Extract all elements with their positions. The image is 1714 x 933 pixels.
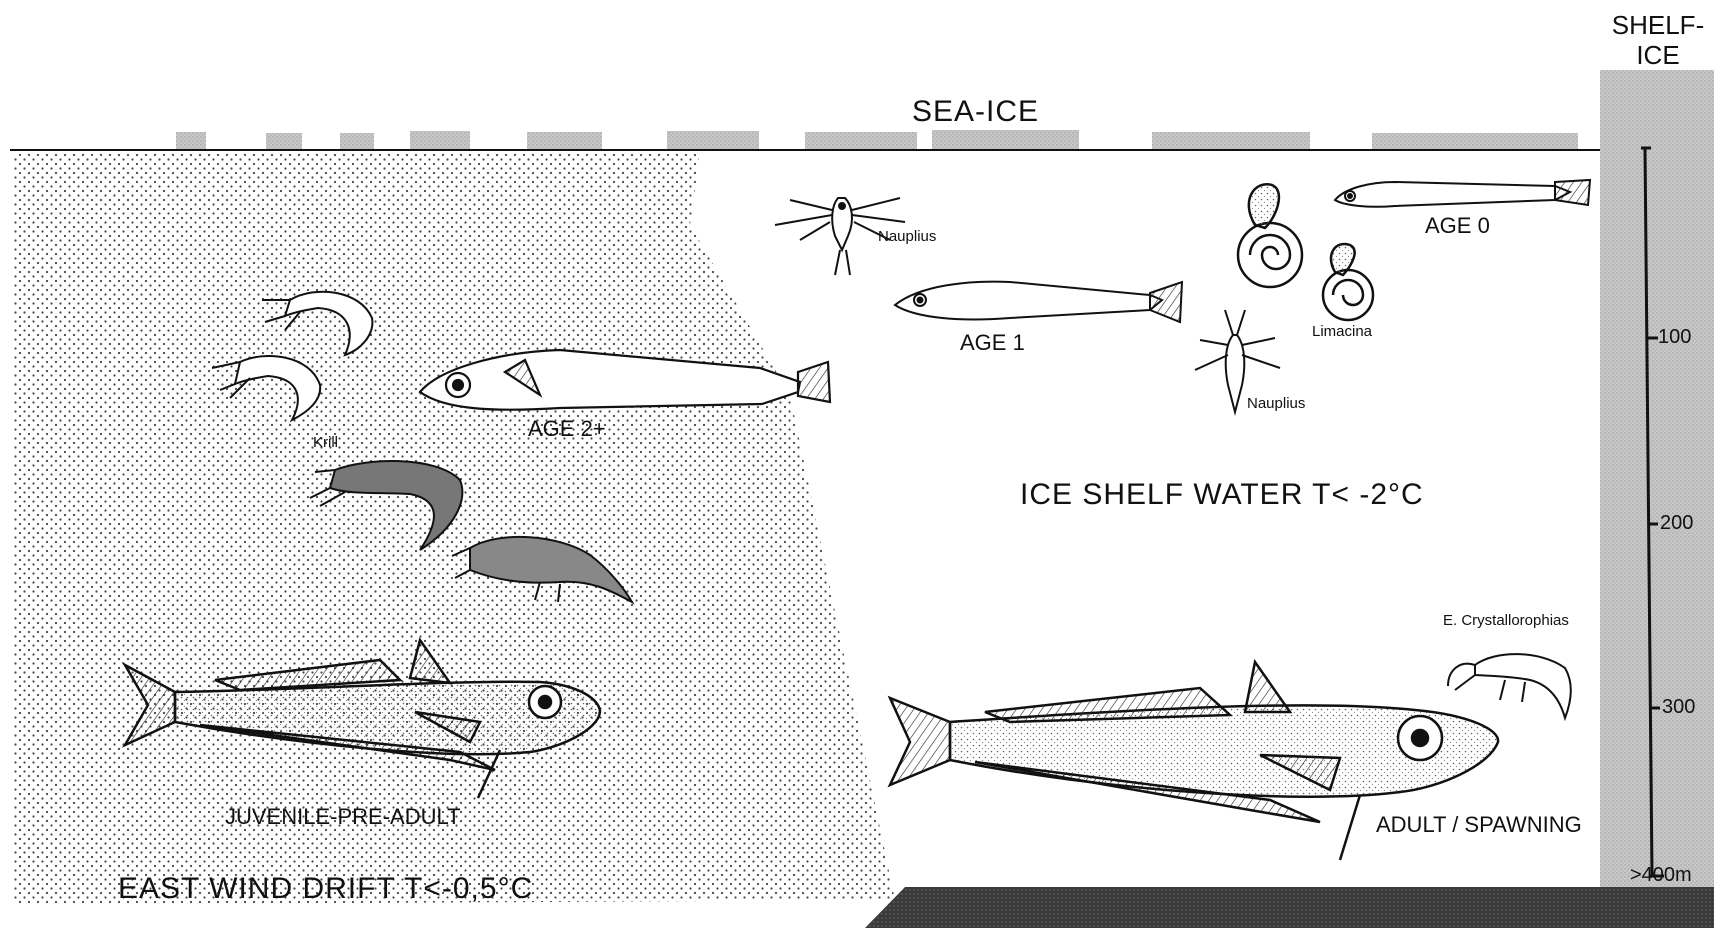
fish-age0 [1335, 180, 1590, 207]
adult-label: ADULT / SPAWNING [1376, 812, 1582, 838]
nauplius-mid-label: Nauplius [1247, 395, 1305, 412]
e-crystallorophias-label: E. Crystallorophias [1443, 612, 1569, 629]
shelf-ice-column [1600, 70, 1714, 890]
age2-label: AGE 2+ [528, 416, 606, 442]
age0-label: AGE 0 [1425, 213, 1490, 239]
sea-ice-blocks [176, 130, 1578, 149]
east-wind-drift-label: EAST WIND DRIFT T<-0,5°C [118, 872, 533, 906]
nauplius-top-label: Nauplius [878, 228, 936, 245]
shelf-ice-label-line1: SHELF- [1606, 10, 1710, 41]
juvenile-label: JUVENILE-PRE-ADULT [225, 804, 461, 830]
e-crystallorophias [1448, 654, 1571, 718]
krill-label: Krill [313, 434, 338, 451]
ice-shelf-water-label: ICE SHELF WATER T< -2°C [1020, 478, 1424, 512]
depth-tick-400: >400m [1630, 864, 1692, 887]
fish-age1 [895, 282, 1182, 322]
depth-tick-300: 300 [1662, 696, 1695, 719]
age1-label: AGE 1 [960, 330, 1025, 356]
shelf-ice-label-line2: ICE [1606, 40, 1710, 71]
depth-tick-200: 200 [1660, 512, 1693, 535]
seafloor [865, 887, 1714, 928]
depth-tick-100: 100 [1658, 326, 1691, 349]
sea-ice-label: SEA-ICE [912, 95, 1039, 129]
east-wind-drift-region [12, 152, 895, 905]
limacina-label: Limacina [1312, 323, 1372, 340]
